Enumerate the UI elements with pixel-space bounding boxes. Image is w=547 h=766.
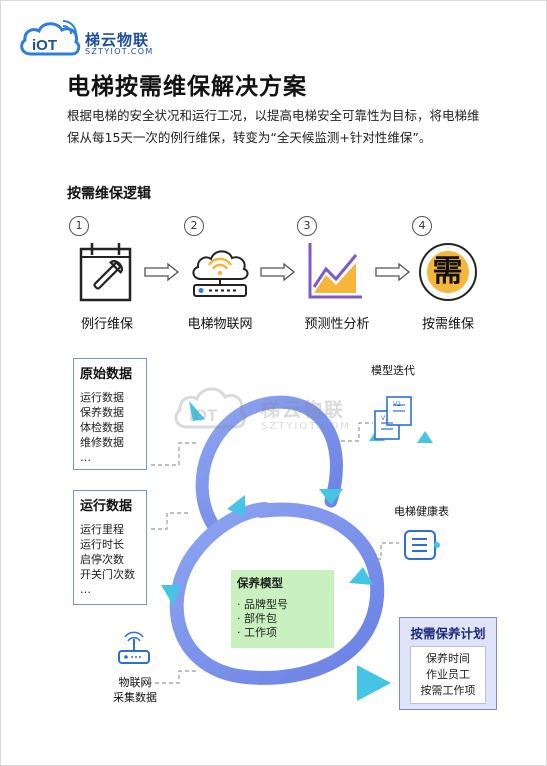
raw-data-item: 体检数据 [80, 421, 124, 434]
raw-data-item: 运行数据 [80, 391, 124, 404]
flow-arrow-3 [375, 263, 411, 281]
raw-data-item: … [80, 451, 91, 464]
raw-data-item: 维修数据 [80, 436, 124, 449]
plan-item: 作业员工 [426, 668, 470, 681]
iot-collect-line1: 物联网 [118, 676, 152, 689]
logo-brand: 梯云物联 [85, 31, 150, 49]
step-number-4: 4 [412, 216, 432, 236]
maintenance-plan-box: 按需保养计划 保养时间 作业员工 按需工作项 [399, 617, 497, 710]
flow-arrow-1 [144, 263, 180, 281]
company-logo: iOT 梯云物联 SZTYIOT.COM [17, 18, 167, 63]
step-label-4: 按需维保 [421, 317, 474, 332]
run-data-box: 运行数据 运行里程 运行时长 启停次数 开关门次数 … [73, 490, 147, 605]
connector-iot [141, 670, 199, 684]
upper-loop [195, 395, 343, 532]
raw-data-title: 原始数据 [80, 367, 133, 382]
iot-collect-line2: 采集数据 [113, 691, 157, 704]
run-data-item: 运行里程 [80, 523, 124, 536]
step-number-1: 1 [69, 216, 89, 236]
run-data-title: 运行数据 [80, 499, 133, 514]
step-label-1: 例行维保 [80, 317, 133, 332]
raw-data-box: 原始数据 运行数据 保养数据 体检数据 维修数据 … [73, 358, 147, 470]
watermark: iOT 梯云物联 SZTYIOT.COM [169, 379, 399, 449]
plan-items: 保养时间 作业员工 按需工作项 [410, 646, 486, 704]
maintenance-model-box: 保养模型 · 品牌型号 · 部件包 · 工作项 [231, 570, 334, 648]
run-data-item: 开关门次数 [80, 568, 135, 581]
connector-raw-data [151, 442, 199, 466]
maintenance-model-title: 保养模型 [237, 576, 283, 590]
doc-tag-v2: V2 [393, 401, 401, 408]
maintenance-model-item: · 品牌型号 [237, 598, 288, 611]
section-title: 按需维保逻辑 [67, 186, 151, 202]
maintenance-loop-diagram [118, 395, 440, 701]
raw-data-item: 保养数据 [80, 406, 124, 419]
logo-domain: SZTYIOT.COM [85, 47, 154, 56]
run-data-item: 运行时长 [80, 538, 124, 551]
wrench-calendar-icon [79, 243, 132, 302]
maintenance-model-item: · 工作项 [237, 626, 277, 639]
run-data-item: 启停次数 [80, 553, 124, 566]
run-data-item: … [80, 583, 91, 596]
intro-paragraph: 根据电梯的安全状况和运行工况，以提高电梯安全可靠性为目标，将电梯维保从每15天一… [67, 108, 480, 145]
watermark-mark-text: iOT [189, 406, 218, 425]
cloud-router-icon [192, 250, 249, 297]
connector-run-data [151, 512, 189, 530]
page-title: 电梯按需维保解决方案 [67, 74, 307, 100]
watermark-cloud-icon: iOT [174, 387, 246, 429]
xu-character-icon: 需 [419, 243, 477, 301]
iot-collect-label: 物联网 采集数据 [108, 675, 162, 705]
cloud-logo-icon: iOT [20, 20, 81, 56]
step-label-2: 电梯物联网 [187, 317, 253, 332]
model-iteration-icon [374, 396, 412, 440]
step-number-2: 2 [184, 216, 204, 236]
connector-model-iteration [341, 422, 373, 442]
plan-item: 保养时间 [426, 652, 470, 665]
watermark-domain: SZTYIOT.COM [261, 421, 351, 432]
xu-character-glyph: 需 [432, 254, 463, 289]
health-table-icon [404, 530, 440, 560]
maintenance-model-item: · 部件包 [237, 612, 277, 625]
logo-mark-text: iOT [32, 37, 57, 54]
watermark-brand: 梯云物联 [261, 399, 346, 421]
flow-arrow-2 [260, 263, 296, 281]
step-label-3: 预测性分析 [304, 317, 370, 332]
health-table-label: 电梯健康表 [394, 505, 449, 518]
plan-title: 按需保养计划 [410, 626, 486, 641]
plan-item: 按需工作项 [420, 684, 476, 697]
iot-collector-icon [118, 631, 150, 664]
step-number-3: 3 [297, 216, 317, 236]
model-iteration-label: 模型迭代 [371, 364, 415, 377]
trend-chart-icon [308, 243, 362, 299]
doc-tag-v1: V1 [381, 415, 389, 422]
